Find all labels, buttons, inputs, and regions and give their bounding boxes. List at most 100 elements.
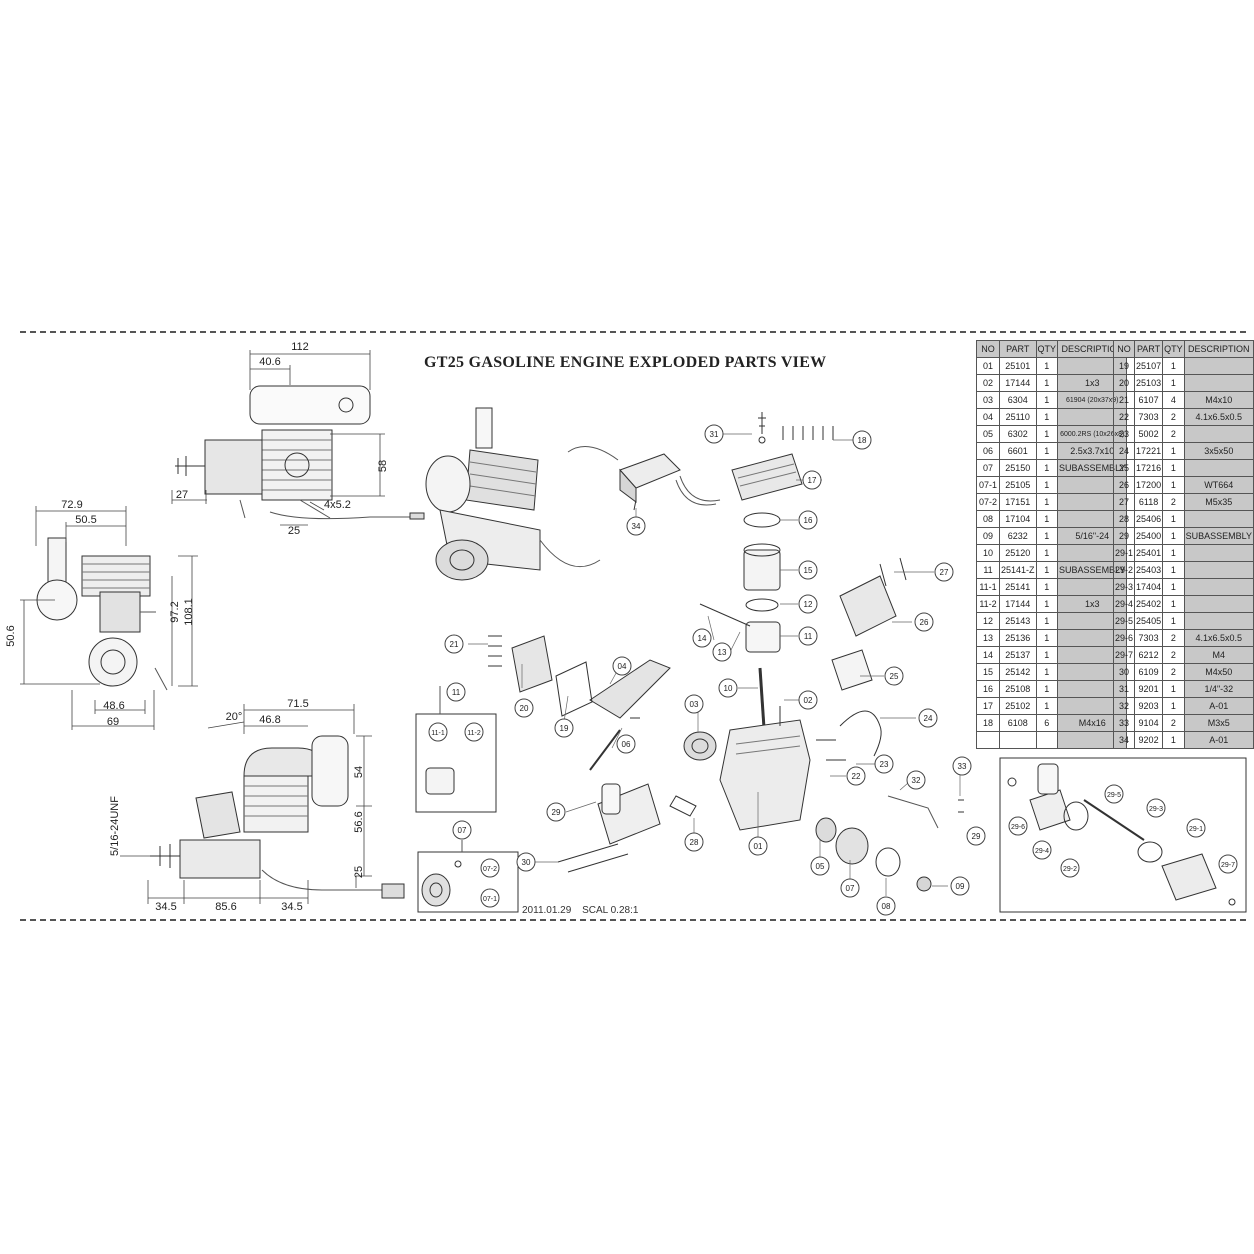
engine-front-view [36,537,168,691]
cell-no: 18 [976,714,1000,732]
cell-no: 25 [1112,459,1136,477]
cell-part: 25101 [999,357,1037,375]
bottom-dashed-border [20,919,1246,921]
callout-labels: 31 18 17 16 15 12 11 14 13 10 02 27 26 2… [431,430,1235,911]
cell-no: 14 [976,646,1000,664]
cell-qty: 1 [1162,561,1185,579]
cell-part: 25405 [1134,612,1164,630]
table-header-row: NO PART QTY DESCRIPTION [1112,340,1254,358]
callout-17: 17 [808,476,817,485]
callout-22: 22 [852,772,861,781]
cell-part [999,731,1037,749]
callout-10: 10 [724,684,733,693]
callout-08: 08 [882,902,891,911]
cell-qty: 1 [1035,391,1059,409]
cell-desc: SUBASSEMBLY [1183,527,1254,545]
cell-no: 24 [1112,442,1136,460]
cell-desc [1057,544,1128,562]
cell-desc: 4.1x6.5x0.5 [1183,408,1254,426]
cell-part: 17151 [999,493,1037,511]
cell-part: 9201 [1134,680,1164,698]
callout-33: 33 [958,762,967,771]
drawing-title: GT25 GASOLINE ENGINE EXPLODED PARTS VIEW [424,354,827,371]
cell-qty: 1 [1035,561,1059,579]
cell-desc: M4 [1183,646,1254,664]
cell-desc: 4.1x6.5x0.5 [1183,629,1254,647]
drawing-date: 2011.01.29 [522,905,572,916]
cell-part: 25402 [1134,595,1164,613]
cell-no: 34 [1112,731,1136,749]
top-view-dimension-lines [171,350,385,526]
callout-30: 30 [522,858,531,867]
cell-no: 29-3 [1112,578,1136,596]
callout-29-2: 29-2 [1063,866,1077,873]
cell-qty: 2 [1162,646,1185,664]
callout-29-7: 29-7 [1221,862,1235,869]
cell-qty [1035,731,1059,749]
col-qty: QTY [1162,340,1185,358]
cell-desc [1183,544,1254,562]
cell-qty: 2 [1162,663,1185,681]
callout-20: 20 [520,704,529,713]
assembled-engine-perspective [425,407,601,581]
cell-no: 07-1 [976,476,1000,494]
cell-part: 25400 [1134,527,1164,545]
cell-part: 25150 [999,459,1037,477]
cell-no: 19 [1112,357,1136,375]
piston-subassembly-box [415,686,497,813]
cell-part: 6601 [999,442,1037,460]
dim-56-6: 56.6 [353,811,365,832]
callout-18: 18 [858,436,867,445]
cell-no: 13 [976,629,1000,647]
callout-09: 09 [956,882,965,891]
cell-no: 11-1 [976,578,1000,596]
cell-no: 12 [976,612,1000,630]
dim-20deg: 20° [226,711,243,723]
cell-qty: 1 [1035,510,1059,528]
cell-desc [1057,680,1128,698]
cell-no: 29 [1112,527,1136,545]
cell-qty: 1 [1035,663,1059,681]
cell-no: 02 [976,374,1000,392]
cell-desc [1183,425,1254,443]
cell-desc [1057,731,1128,749]
callout-02: 02 [804,696,813,705]
cell-qty: 1 [1162,527,1185,545]
callout-27: 27 [940,568,949,577]
cell-no: 07-2 [976,493,1000,511]
cell-qty: 1 [1035,629,1059,647]
dim-48-6: 48.6 [103,700,124,712]
col-part: PART [999,340,1037,358]
cell-desc [1183,510,1254,528]
cell-desc: M4x50 [1183,663,1254,681]
dim-34-5-right: 34.5 [281,901,302,913]
cell-part: 25137 [999,646,1037,664]
cell-part: 17200 [1134,476,1164,494]
cell-qty: 1 [1035,646,1059,664]
cell-no: 29-7 [1112,646,1136,664]
cell-no: 28 [1112,510,1136,528]
dim-58: 58 [377,460,389,472]
cell-qty: 1 [1035,357,1059,375]
cell-qty: 1 [1035,680,1059,698]
cell-desc [1183,459,1254,477]
cell-desc [1183,595,1254,613]
table-header-row: NO PART QTY DESCRIPTION [976,340,1128,358]
cell-no: 10 [976,544,1000,562]
